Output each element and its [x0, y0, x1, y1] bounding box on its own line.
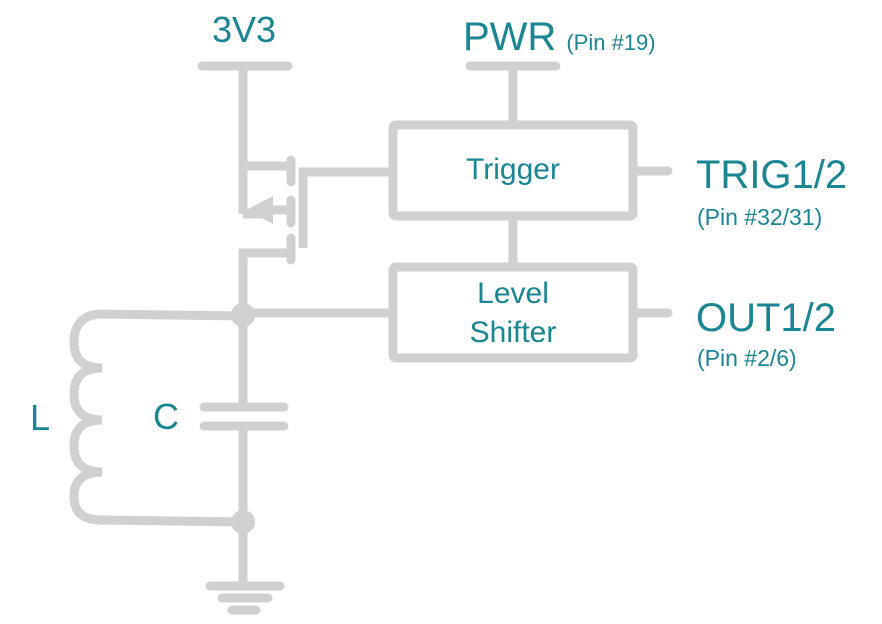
trig-output-pin: (Pin #32/31)	[697, 204, 822, 230]
power-label: PWR (Pin #19)	[463, 15, 656, 59]
supply-rail-3v3: 3V3	[197, 9, 293, 71]
mosfet-arrow-icon	[246, 196, 273, 224]
mosfet-symbol	[238, 155, 392, 316]
trig-output-label: TRIG1/2	[696, 153, 847, 197]
out-output: OUT1/2 (Pin #2/6)	[696, 296, 836, 371]
power-rail: PWR (Pin #19)	[463, 15, 656, 125]
capacitor-label: C	[153, 396, 179, 437]
inductor-symbol: L	[30, 309, 248, 527]
inductor-coil	[69, 309, 248, 527]
power-rail-pin: (Pin #19)	[566, 30, 655, 55]
mosfet-drain-lead	[238, 248, 290, 316]
out-output-pin: (Pin #2/6)	[697, 345, 797, 371]
ground-icon	[205, 581, 285, 615]
trig-output: TRIG1/2 (Pin #32/31)	[696, 153, 847, 230]
out-output-label: OUT1/2	[696, 296, 836, 340]
inductor-label: L	[30, 397, 50, 438]
mosfet-gate-lead	[298, 167, 392, 248]
trigger-label: Trigger	[466, 153, 560, 186]
supply-label: 3V3	[212, 9, 276, 50]
level-shifter-block: Level Shifter	[388, 262, 638, 363]
capacitor-symbol: C	[153, 316, 289, 588]
level-shifter-label-line2: Shifter	[470, 316, 557, 349]
junction-bottom-dot	[231, 510, 255, 534]
trigger-block: Trigger	[388, 120, 638, 221]
level-shifter-label-line1: Level	[477, 277, 549, 310]
power-rail-name: PWR	[463, 15, 556, 59]
junction-top-dot	[231, 303, 255, 327]
